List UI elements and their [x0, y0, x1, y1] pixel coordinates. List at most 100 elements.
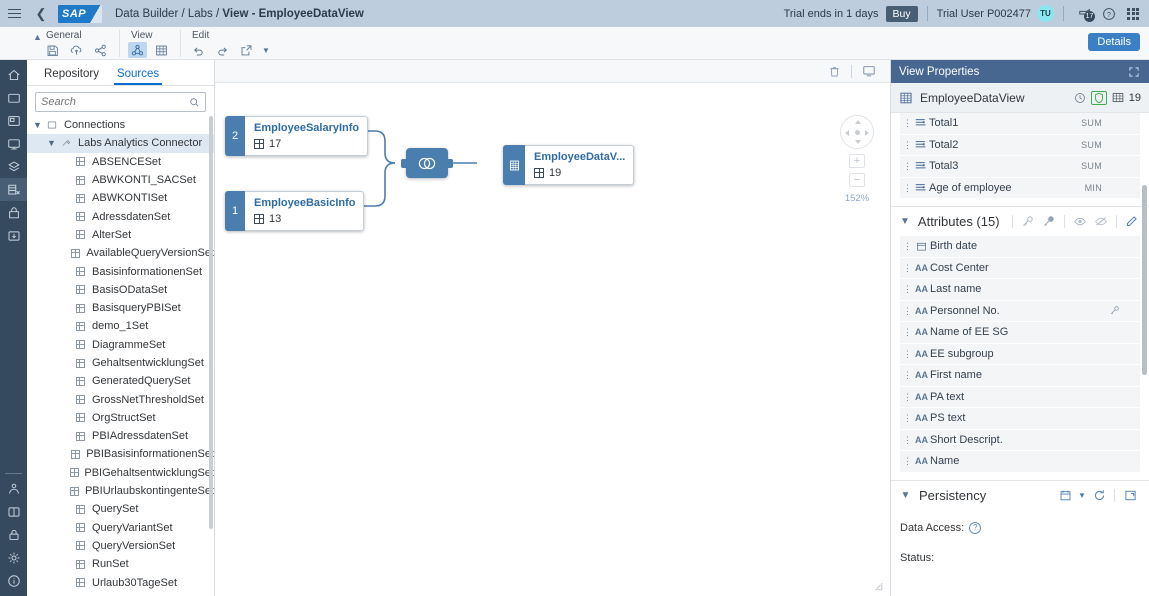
drag-handle-icon[interactable]: ⋮: [903, 370, 912, 381]
tree-item-table[interactable]: BasisinformationenSet: [27, 262, 214, 280]
tree-item-table[interactable]: AlterSet: [27, 226, 214, 244]
notifications-icon[interactable]: 17: [1073, 0, 1097, 27]
drag-handle-icon[interactable]: ⋮: [903, 182, 912, 193]
avatar[interactable]: TU: [1037, 5, 1054, 22]
chevron-down-icon[interactable]: ▼: [900, 216, 910, 227]
node-join[interactable]: [401, 148, 453, 178]
security-icon[interactable]: [0, 523, 27, 546]
diagram-canvas[interactable]: 2 EmployeeSalaryInfo 17 1 EmployeeBasicI…: [215, 83, 890, 596]
tree-item-table[interactable]: QueryVersionSet: [27, 537, 214, 555]
search-icon[interactable]: [189, 97, 200, 108]
space-management-icon[interactable]: [0, 477, 27, 500]
node-employee-data-view[interactable]: EmployeeDataV... 19: [503, 145, 635, 185]
undo-icon[interactable]: [189, 42, 208, 58]
attribute-row[interactable]: ⋮Birth date: [900, 236, 1140, 257]
tree-item-table[interactable]: Urlaub30TageSet: [27, 573, 214, 591]
resize-handle-icon[interactable]: [872, 580, 884, 592]
tree-item-table[interactable]: GehaltsentwicklungSet: [27, 354, 214, 372]
schedule-icon[interactable]: [1055, 485, 1075, 505]
monitor-icon[interactable]: [1120, 485, 1140, 505]
deploy-icon[interactable]: [67, 42, 86, 58]
chevron-down-icon[interactable]: ▼: [33, 120, 42, 131]
sidebar-item-data-builder[interactable]: [0, 178, 27, 201]
hide-icon[interactable]: [1091, 212, 1111, 232]
tree-item-table[interactable]: PBIBasisinformationenSet: [27, 445, 214, 463]
fullscreen-icon[interactable]: [858, 60, 880, 82]
tree-item-folder[interactable]: ▼Connections: [27, 116, 214, 134]
tree-item-table[interactable]: PBIAdressdatenSet: [27, 427, 214, 445]
chevron-down-icon[interactable]: ▼: [262, 45, 270, 55]
drag-handle-icon[interactable]: ⋮: [903, 284, 912, 295]
tree-item-table[interactable]: QuerySet: [27, 500, 214, 518]
pan-control[interactable]: [840, 115, 874, 149]
drag-handle-icon[interactable]: ⋮: [903, 456, 912, 467]
share-icon[interactable]: [91, 42, 110, 58]
tree-item-table[interactable]: AvailableQueryVersionSet: [27, 244, 214, 262]
history-clock-icon[interactable]: [1074, 92, 1086, 104]
zoom-in-button[interactable]: +: [849, 154, 865, 168]
details-button[interactable]: Details: [1088, 33, 1140, 51]
tree-item-table[interactable]: ABSENCESet: [27, 153, 214, 171]
drag-handle-icon[interactable]: ⋮: [903, 118, 912, 129]
breadcrumb[interactable]: Data Builder / Labs / View - EmployeeDat…: [115, 8, 364, 20]
drag-handle-icon[interactable]: ⋮: [903, 161, 912, 172]
expand-icon[interactable]: [1126, 64, 1141, 79]
node-employee-basic-info[interactable]: 1 EmployeeBasicInfo 13: [225, 191, 365, 231]
chevron-down-icon[interactable]: ▼: [1078, 490, 1086, 500]
home-icon[interactable]: [0, 63, 27, 86]
tree-item-table[interactable]: PBIGehaltsentwicklungSet: [27, 464, 214, 482]
status-badge[interactable]: [1090, 90, 1107, 105]
folder-icon[interactable]: [0, 86, 27, 109]
search-box[interactable]: [35, 92, 206, 112]
tree-item-table[interactable]: DiagrammeSet: [27, 336, 214, 354]
edit-icon[interactable]: [1122, 212, 1142, 232]
chevron-down-icon[interactable]: ▼: [47, 138, 56, 149]
remove-key-icon[interactable]: [1039, 212, 1059, 232]
data-access-icon[interactable]: [0, 201, 27, 224]
modeler-icon[interactable]: [0, 155, 27, 178]
refresh-icon[interactable]: [1089, 485, 1109, 505]
join-input-port[interactable]: [401, 158, 406, 168]
drag-handle-icon[interactable]: ⋮: [903, 241, 912, 252]
key-icon[interactable]: [1018, 212, 1038, 232]
tree-item-table[interactable]: PBIUrlaubskontingenteSet: [27, 482, 214, 500]
drag-handle-icon[interactable]: ⋮: [903, 327, 912, 338]
drag-handle-icon[interactable]: ⋮: [903, 262, 912, 273]
chevron-down-icon[interactable]: ▼: [900, 489, 911, 501]
buy-button[interactable]: Buy: [885, 5, 918, 22]
catalog-icon[interactable]: [0, 109, 27, 132]
tree-item-table[interactable]: RunSet: [27, 555, 214, 573]
tree-item-table[interactable]: GeneratedQuerySet: [27, 372, 214, 390]
export-icon[interactable]: [237, 42, 256, 58]
drag-handle-icon[interactable]: ⋮: [903, 348, 912, 359]
tab-repository[interactable]: Repository: [44, 68, 99, 80]
tree-item-table[interactable]: ABWKONTISet: [27, 189, 214, 207]
join-output-port[interactable]: [448, 158, 453, 168]
tree-item-table[interactable]: BasisODataSet: [27, 281, 214, 299]
tree-item-table[interactable]: GrossNetThresholdSet: [27, 390, 214, 408]
graphical-view-icon[interactable]: [128, 42, 147, 58]
tree-item-table[interactable]: OrgStructSet: [27, 409, 214, 427]
help-icon[interactable]: ?: [969, 521, 982, 534]
collapse-ribbon-icon[interactable]: ▲: [33, 32, 42, 42]
node-employee-salary-info[interactable]: 2 EmployeeSalaryInfo 17: [225, 116, 369, 156]
drag-handle-icon[interactable]: ⋮: [903, 434, 912, 445]
drag-handle-icon[interactable]: ⋮: [903, 139, 912, 150]
